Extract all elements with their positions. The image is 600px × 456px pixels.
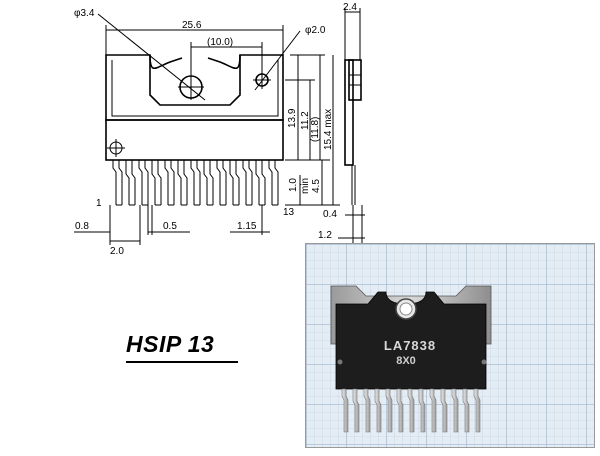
- lead: [268, 160, 279, 206]
- label-pin-last: 13: [283, 207, 295, 218]
- package-body: [105, 119, 284, 161]
- label-hole-spacing: (10.0): [207, 37, 233, 48]
- lead: [255, 160, 266, 206]
- label-height-11-2: 11.2: [300, 111, 311, 130]
- lead: [229, 160, 240, 206]
- photo-lead: [363, 388, 371, 433]
- lead: [164, 160, 175, 206]
- heatsink-fin-right: [207, 54, 241, 70]
- chip-marking-part: LA7838: [384, 338, 436, 353]
- lead: [190, 160, 201, 206]
- package-title: HSIP 13: [126, 331, 215, 357]
- label-lead-min: 1.0: [288, 178, 299, 192]
- label-height-13-9: 13.9: [287, 108, 298, 128]
- photo-lead: [429, 388, 437, 433]
- chip-photo: LA7838 8X0: [305, 243, 595, 448]
- label-pitch-2-0: 2.0: [110, 246, 124, 257]
- photo-lead: [473, 388, 481, 433]
- label-lead-1-15: 1.15: [237, 221, 257, 232]
- label-lead-0-4: 0.4: [323, 209, 337, 220]
- side-view-drawing: 0.4 1.2: [318, 8, 365, 245]
- lead: [151, 160, 162, 206]
- photo-lead: [407, 388, 415, 433]
- label-height-11-8: (11.8): [310, 117, 321, 142]
- photo-lead: [352, 388, 360, 433]
- lead: [216, 160, 227, 206]
- photo-pin1-dot: [337, 359, 343, 365]
- package-title-underline: [126, 361, 238, 363]
- label-hole-small: φ2.0: [305, 25, 326, 36]
- front-view-drawing: φ3.4 φ2.0 25.6 (10.0) 2.4 13.9 11.2 (11.…: [74, 2, 357, 257]
- label-lead-length: 4.5: [311, 179, 322, 193]
- label-edge-0-8: 0.8: [75, 221, 89, 232]
- lead: [112, 160, 123, 206]
- label-height-15-4: 15.4 max: [323, 109, 334, 150]
- label-hole-large: φ3.4: [74, 8, 95, 19]
- label-side-1-2: 1.2: [318, 230, 332, 241]
- side-heatsink: [348, 59, 362, 101]
- lead: [177, 160, 188, 206]
- label-lead-width: 0.5: [163, 221, 177, 232]
- lead: [203, 160, 214, 206]
- photo-lead: [418, 388, 426, 433]
- photo-lead: [451, 388, 459, 433]
- photo-lead: [374, 388, 382, 433]
- photo-lead: [385, 388, 393, 433]
- label-lead-min-suffix: min: [300, 178, 311, 194]
- photo-lead: [440, 388, 448, 433]
- chip-marking-lot: 8X0: [396, 355, 416, 367]
- heatsink-fin-left: [149, 54, 183, 70]
- hole-large-leader: [97, 13, 206, 101]
- heatsink-inner-outline: [111, 60, 279, 117]
- lead-array: [112, 160, 279, 206]
- photo-lead-array: [341, 388, 481, 433]
- photo-lead: [462, 388, 470, 433]
- lead: [138, 160, 149, 206]
- photo-lead: [396, 388, 404, 433]
- label-body-width: 25.6: [182, 20, 202, 31]
- label-pin-first: 1: [96, 198, 102, 209]
- hole-small-leader: [254, 30, 301, 91]
- label-body-thickness: 2.4: [343, 2, 357, 13]
- lead: [242, 160, 253, 206]
- lead: [125, 160, 136, 206]
- photo-lead: [341, 388, 349, 433]
